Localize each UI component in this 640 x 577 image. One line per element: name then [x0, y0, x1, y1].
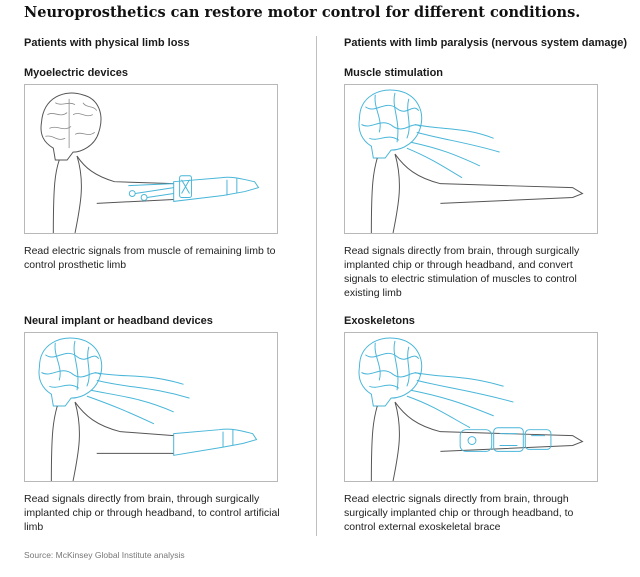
neural-implant-illustration	[24, 332, 278, 482]
panel-description: Read signals directly from brain, throug…	[344, 245, 580, 299]
brain-blue-icon	[358, 89, 423, 159]
brain-blue-icon	[358, 337, 423, 407]
column-heading: Patients with limb paralysis (nervous sy…	[344, 37, 628, 49]
page-title: Neuroprosthetics can restore motor contr…	[24, 4, 581, 21]
source-note: Source: McKinsey Global Institute analys…	[24, 550, 185, 560]
column-heading: Patients with physical limb loss	[24, 37, 190, 49]
panel-label: Neural implant or headband devices	[24, 315, 213, 327]
exoskeleton-figure	[358, 337, 584, 481]
panel-description: Read electric signals from muscle of rem…	[24, 245, 276, 271]
panel-label: Muscle stimulation	[344, 67, 444, 79]
brain-blue-icon	[38, 337, 103, 407]
column-divider	[316, 36, 317, 536]
muscle-stimulation-illustration	[344, 84, 598, 234]
panel-description: Read electric signals directly from brai…	[344, 493, 574, 533]
neural-implant-figure	[38, 337, 258, 481]
brain-grey-icon	[40, 92, 102, 161]
muscle-stimulation-figure	[358, 89, 584, 233]
myoelectric-illustration	[24, 84, 278, 234]
column-limb-paralysis: Patients with limb paralysis (nervous sy…	[344, 36, 628, 533]
column-limb-loss: Patients with physical limb loss Myoelec…	[24, 36, 294, 533]
prosthetic-arm-icon	[173, 428, 258, 456]
panel-label: Exoskeletons	[344, 315, 415, 327]
exoskeleton-illustration	[344, 332, 598, 482]
panel-label: Myoelectric devices	[24, 67, 128, 79]
prosthetic-arm-icon	[128, 175, 260, 202]
panel-description: Read signals directly from brain, throug…	[24, 493, 280, 533]
exoskeleton-brace-icon	[459, 427, 552, 452]
myoelectric-figure	[40, 92, 260, 233]
